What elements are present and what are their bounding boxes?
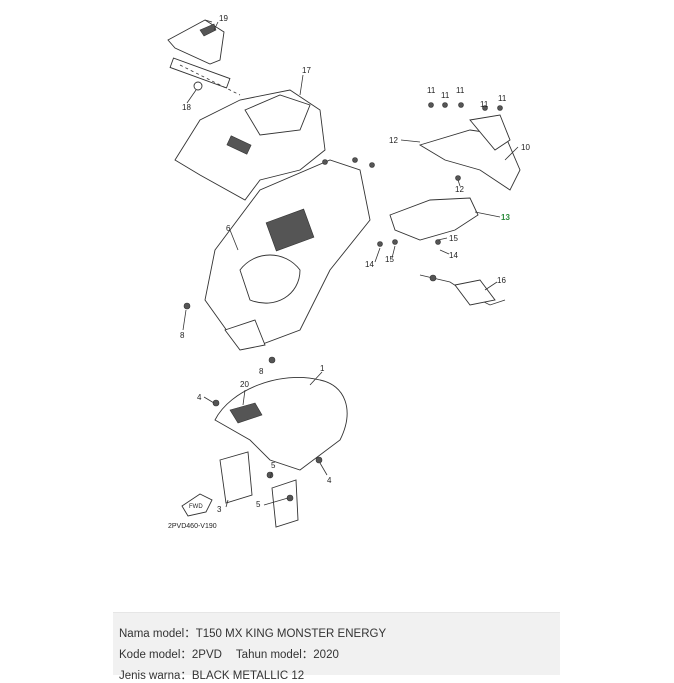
model-info-panel: Nama model：T150 MX KING MONSTER ENERGY K…	[113, 612, 560, 682]
model-code-row: Kode model：2PVD Tahun model：2020	[119, 646, 339, 662]
callouts: 19 18 17 6 8 8 1 20 4 4 5 5 3 11 11 11 1…	[168, 14, 530, 530]
callout-11-e: 11	[498, 94, 507, 103]
callout-20: 20	[240, 380, 249, 389]
color-value: BLACK METALLIC 12	[191, 670, 305, 682]
fwd-badge: FWD	[181, 493, 213, 517]
part-1-front-fender	[214, 376, 348, 471]
callout-15-left: 15	[385, 255, 394, 264]
callout-5-top: 5	[271, 461, 276, 470]
part-19-bracket	[167, 19, 225, 65]
part-18-bolt	[169, 57, 241, 96]
color-row: Jenis warna：BLACK METALLIC 12	[119, 667, 304, 683]
model-code-value: 2PVD	[191, 649, 222, 661]
parts-diagram: FWD	[167, 14, 530, 530]
callout-11-c: 11	[456, 86, 465, 95]
callout-18: 18	[182, 103, 191, 112]
part-17-rear-cover	[174, 89, 326, 201]
callout-11-b: 11	[441, 91, 450, 100]
part-6-rear-fender	[204, 159, 371, 351]
part-3-bracket	[219, 451, 299, 528]
model-year-label: Tahun model：	[235, 649, 314, 661]
model-name-row: Nama model：T150 MX KING MONSTER ENERGY	[119, 625, 386, 641]
callout-8-left: 8	[180, 331, 185, 340]
callout-13: 13	[501, 213, 510, 222]
callout-11-d: 11	[480, 100, 489, 109]
callout-4-right: 4	[327, 476, 332, 485]
part-13-plate	[389, 197, 479, 241]
callout-15-right: 15	[449, 234, 458, 243]
callout-8-bottom: 8	[259, 367, 264, 376]
callout-5-bottom: 5	[256, 500, 261, 509]
model-year-value: 2020	[313, 649, 339, 661]
color-label: Jenis warna：	[119, 670, 192, 682]
callout-17: 17	[302, 66, 311, 75]
callout-4-left: 4	[197, 393, 202, 402]
model-name-label: Nama model：	[119, 628, 196, 640]
fwd-label: FWD	[189, 504, 203, 510]
callout-16: 16	[497, 276, 506, 285]
callout-10: 10	[521, 143, 530, 152]
callout-12-b: 12	[455, 185, 464, 194]
callout-11-a: 11	[427, 86, 436, 95]
callout-3: 3	[217, 505, 222, 514]
callout-19: 19	[219, 14, 228, 23]
model-name-value: T150 MX KING MONSTER ENERGY	[195, 628, 387, 640]
diagram-code: 2PVD460-V190	[168, 523, 217, 530]
callout-6: 6	[226, 224, 231, 233]
model-code-label: Kode model：	[119, 649, 192, 661]
callout-12-a: 12	[389, 136, 398, 145]
part-10-tail-bracket	[418, 114, 521, 191]
callout-1: 1	[320, 364, 325, 373]
callout-14-left: 14	[365, 260, 374, 269]
screws	[183, 102, 503, 502]
callout-14-right: 14	[449, 251, 458, 260]
part-16-cable	[419, 274, 506, 306]
leader-lines	[182, 21, 519, 508]
